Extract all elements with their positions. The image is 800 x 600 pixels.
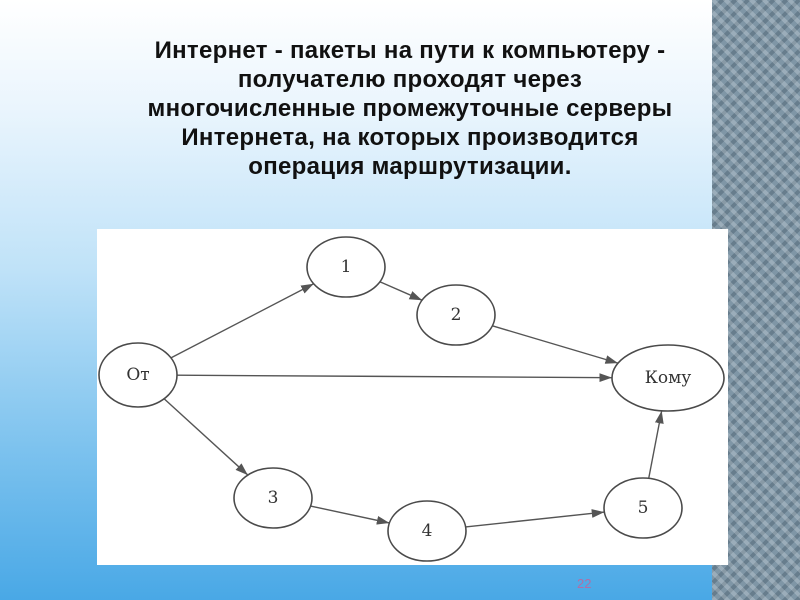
node-ellipse <box>387 500 467 562</box>
node-n3: 3 <box>233 467 313 529</box>
edge-n4-to-n5 <box>465 509 605 528</box>
node-ellipse <box>416 284 496 346</box>
edge-from-to-to <box>176 373 613 383</box>
node-label: 1 <box>341 257 352 277</box>
diagram-edges <box>163 281 664 528</box>
edge-from-to-n3 <box>163 398 249 476</box>
diagram-nodes: От 1 2 3 4 5 Кому <box>98 236 725 562</box>
title-line: Интернета, на которых производится <box>181 124 639 151</box>
node-ellipse <box>98 342 178 408</box>
node-n1: 1 <box>306 236 386 298</box>
node-ellipse <box>233 467 313 529</box>
page-number: 22 <box>577 576 592 591</box>
slide-title: Интернет - пакеты на пути к компьютеру -… <box>60 36 760 181</box>
node-label: 3 <box>268 488 279 508</box>
node-label: 4 <box>422 521 433 541</box>
edge-from-to-n1 <box>170 283 314 359</box>
node-ellipse <box>306 236 386 298</box>
edge-n5-to-to <box>648 410 664 479</box>
node-n2: 2 <box>416 284 496 346</box>
node-n4: 4 <box>387 500 467 562</box>
node-label: 2 <box>451 305 462 325</box>
title-line: получателю проходят через <box>237 66 583 93</box>
routing-diagram-svg: От 1 2 3 4 5 Кому <box>98 236 725 562</box>
title-line: операция маршрутизации. <box>248 153 572 180</box>
node-ellipse <box>611 344 725 412</box>
routing-diagram: От 1 2 3 4 5 Кому <box>97 229 728 565</box>
edge-n2-to-to <box>492 325 619 364</box>
title-line: Интернет - пакеты на пути к компьютеру - <box>154 37 666 64</box>
node-from: От <box>98 342 178 408</box>
edge-n1-to-n2 <box>379 281 423 301</box>
node-to: Кому <box>611 344 725 412</box>
title-line: многочисленные промежуточные серверы <box>147 95 673 122</box>
node-label: Кому <box>645 368 692 388</box>
node-n5: 5 <box>603 477 683 539</box>
edge-n3-to-n4 <box>310 505 390 525</box>
node-ellipse <box>603 477 683 539</box>
node-label: 5 <box>638 498 649 518</box>
node-label: От <box>126 365 149 385</box>
